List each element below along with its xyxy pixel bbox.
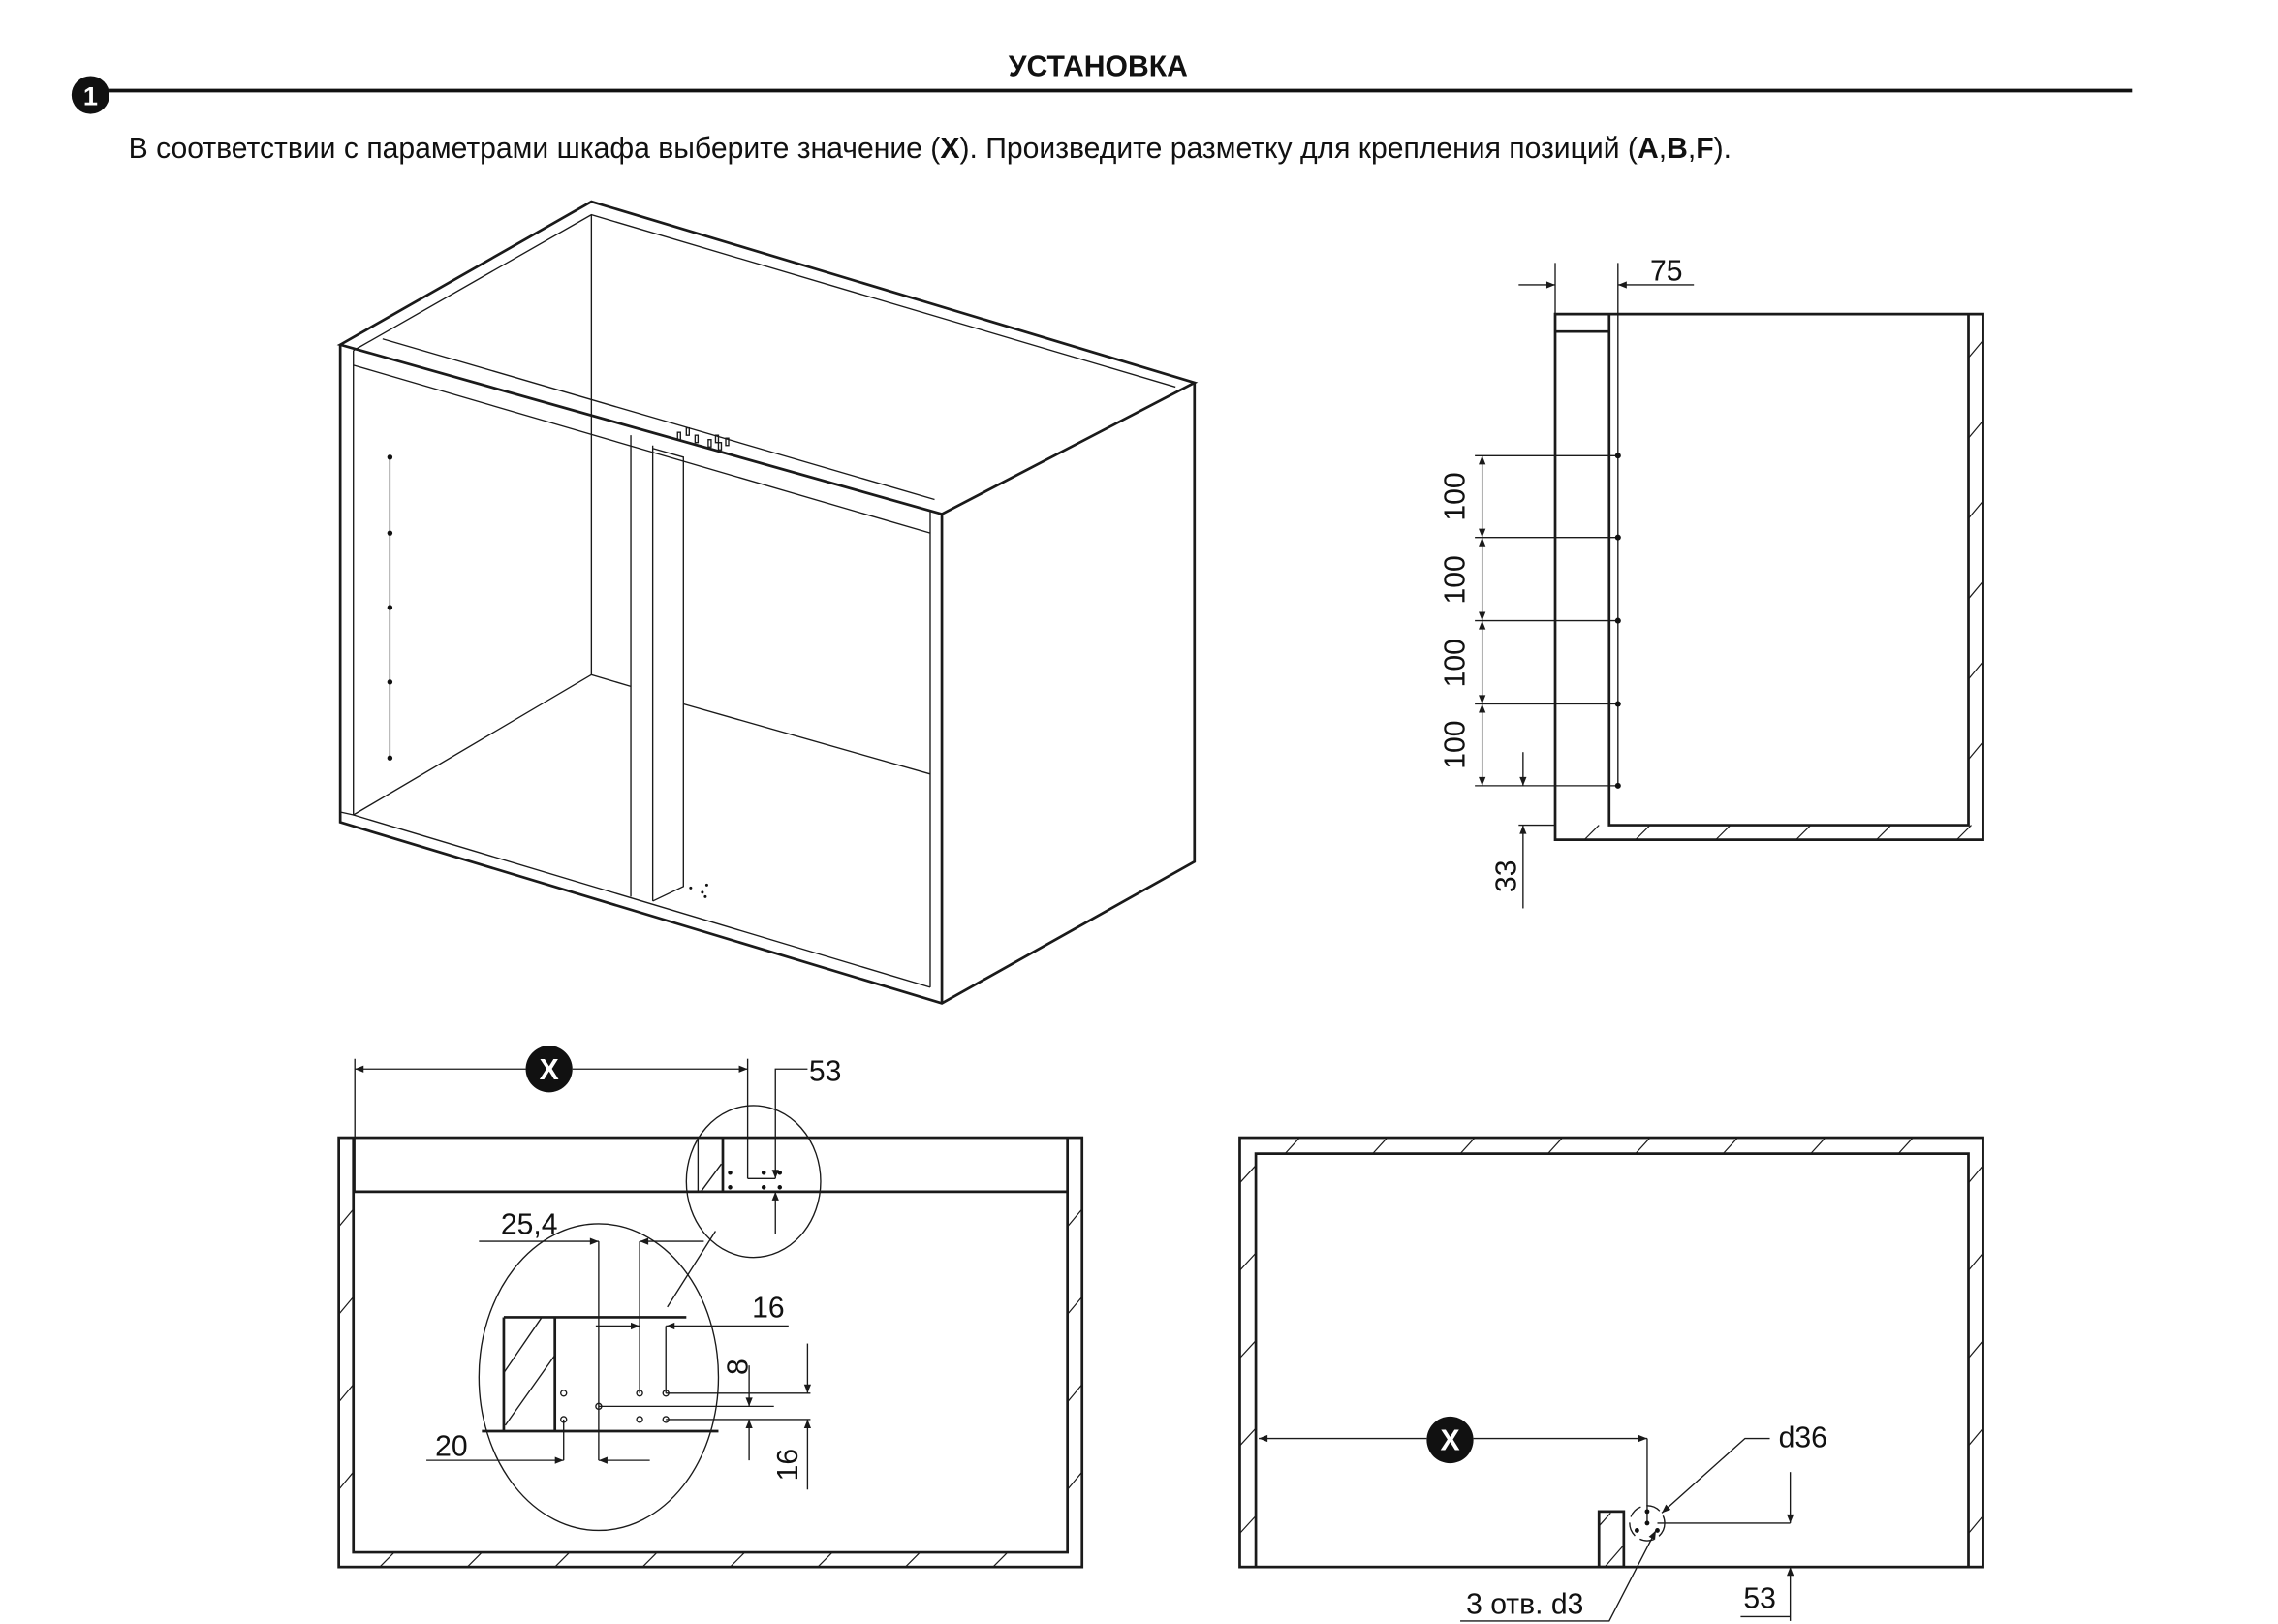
front-view-right: X d36 53 3 отв. d3: [1238, 1136, 1984, 1622]
cabinet-side-holes: [387, 454, 393, 761]
cabinet-rail-holes: [676, 426, 730, 451]
dim-100-3: 100: [1440, 639, 1472, 687]
page-title: УСТАНОВКА: [1009, 50, 1188, 82]
instruction-text: В соответствии с параметрами шкафа выбер…: [129, 133, 1732, 165]
dim-100-4: 100: [1440, 721, 1472, 769]
side-view: 75 100 100 100 100 33: [1440, 255, 1984, 909]
dim-16-vertical: 16: [772, 1449, 804, 1482]
cabinet-isometric: [336, 200, 1199, 1005]
x-marker-right: X: [1440, 1425, 1459, 1457]
dim-100-1: 100: [1440, 472, 1472, 520]
cabinet-floor-holes: [689, 883, 708, 898]
dim-d36: d36: [1779, 1422, 1827, 1454]
dim-53-right: 53: [1743, 1582, 1776, 1614]
detail-magnifier: 25,4 16 20 8 16: [426, 1209, 812, 1532]
front-view-left: X 53: [337, 1046, 1084, 1569]
x-marker-badge-right: [1426, 1416, 1474, 1464]
dim-75: 75: [1650, 255, 1683, 287]
dim-8: 8: [723, 1359, 755, 1375]
x-marker: X: [540, 1054, 559, 1086]
step-number: 1: [83, 81, 98, 111]
dim-25-4: 25,4: [501, 1209, 558, 1241]
step-number-badge: [71, 76, 110, 114]
dim-20: 20: [435, 1431, 468, 1463]
dim-53: 53: [809, 1055, 842, 1087]
x-marker-badge: [525, 1046, 573, 1093]
dim-16-horizontal: 16: [752, 1292, 785, 1324]
dim-33: 33: [1490, 860, 1522, 893]
step-header: 1 УСТАНОВКА В соответствии с параметрами…: [71, 50, 2133, 165]
dim-100-2: 100: [1440, 555, 1472, 604]
holes-label: 3 отв. d3: [1466, 1588, 1583, 1620]
